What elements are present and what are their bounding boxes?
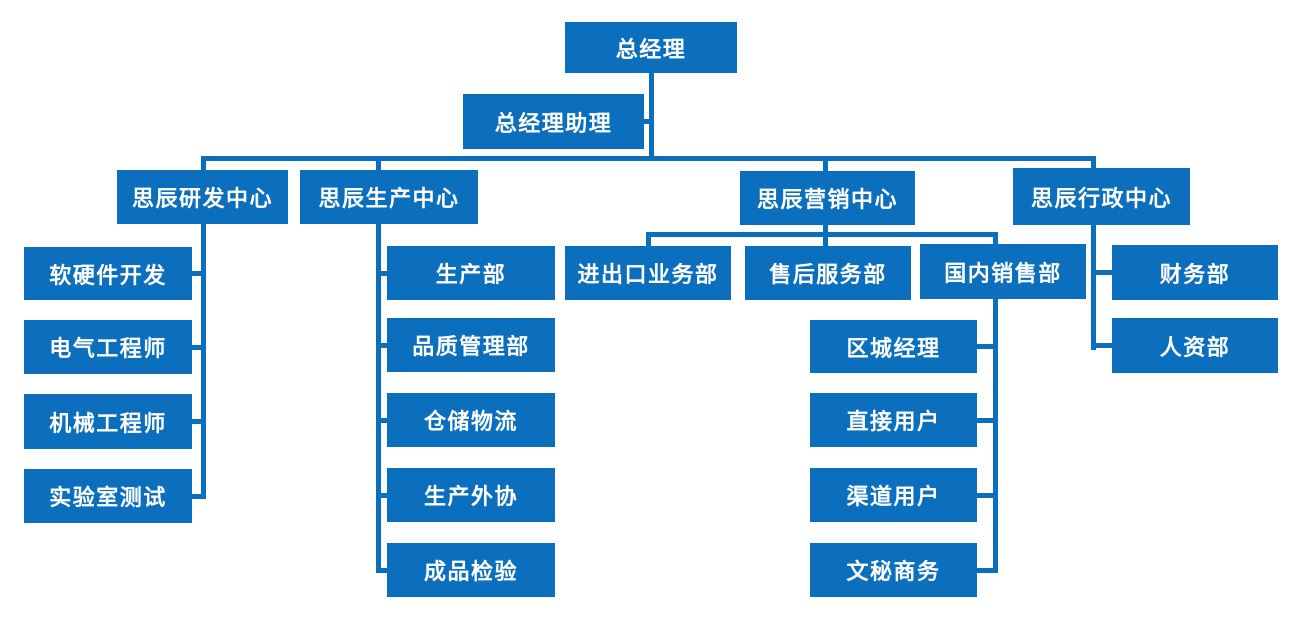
line-rd4-connector bbox=[192, 494, 206, 499]
node-regional-manager: 区城经理 bbox=[810, 320, 977, 373]
line-prod1-connector bbox=[376, 271, 389, 276]
node-warehouse-logistics: 仓储物流 bbox=[387, 393, 555, 447]
line-rd-spine bbox=[201, 223, 206, 499]
line-sales4-connector bbox=[977, 568, 993, 573]
node-hr-dept: 人资部 bbox=[1112, 318, 1278, 373]
node-mechanical-engineer: 机械工程师 bbox=[24, 394, 192, 449]
line-mkt-sub-bus bbox=[646, 232, 998, 237]
line-mkt2-stub bbox=[823, 234, 828, 247]
line-prod3-connector bbox=[376, 418, 389, 423]
line-rd-stub bbox=[201, 158, 206, 172]
line-mkt-spine bbox=[823, 224, 828, 237]
node-after-sales-service-dept: 售后服务部 bbox=[745, 246, 911, 300]
line-admin1-connector bbox=[1096, 270, 1112, 275]
line-gm-spine bbox=[649, 72, 654, 160]
node-lab-testing: 实验室测试 bbox=[24, 469, 192, 523]
node-production-dept: 生产部 bbox=[387, 246, 555, 300]
line-rd2-connector bbox=[192, 345, 206, 350]
line-prod5-connector bbox=[376, 568, 389, 573]
line-sales2-connector bbox=[977, 418, 993, 423]
line-sales1-connector bbox=[977, 344, 993, 349]
line-main-bus bbox=[201, 156, 1096, 161]
node-import-export-dept: 进出口业务部 bbox=[565, 246, 731, 300]
node-direct-users: 直接用户 bbox=[810, 393, 977, 447]
node-production-outsourcing: 生产外协 bbox=[387, 468, 555, 522]
line-prod-stub bbox=[376, 158, 381, 172]
node-marketing-center: 思辰营销中心 bbox=[740, 171, 915, 225]
node-quality-management-dept: 品质管理部 bbox=[387, 318, 555, 372]
line-mkt-stub bbox=[823, 158, 828, 173]
line-admin-spine bbox=[1091, 224, 1096, 350]
node-admin-center: 思辰行政中心 bbox=[1013, 168, 1190, 225]
line-admin2-connector bbox=[1096, 343, 1112, 348]
line-prod2-connector bbox=[376, 343, 389, 348]
line-sales-spine bbox=[993, 298, 998, 573]
line-admin-stub bbox=[1091, 158, 1096, 170]
node-finished-product-inspection: 成品检验 bbox=[387, 543, 555, 597]
line-mkt1-stub bbox=[646, 234, 651, 247]
line-prod-spine bbox=[376, 223, 381, 573]
node-general-manager: 总经理 bbox=[565, 22, 737, 73]
node-secretary-business: 文秘商务 bbox=[810, 543, 977, 597]
line-rd3-connector bbox=[192, 419, 206, 424]
node-finance-dept: 财务部 bbox=[1112, 245, 1278, 300]
node-production-center: 思辰生产中心 bbox=[300, 170, 478, 224]
line-rd1-connector bbox=[192, 271, 206, 276]
line-assistant-connector bbox=[643, 119, 654, 124]
node-domestic-sales-dept: 国内销售部 bbox=[920, 244, 1086, 299]
node-electrical-engineer: 电气工程师 bbox=[24, 320, 192, 374]
node-channel-users: 渠道用户 bbox=[810, 468, 977, 522]
node-rd-center: 思辰研发中心 bbox=[117, 170, 288, 224]
node-gm-assistant: 总经理助理 bbox=[463, 94, 644, 149]
node-software-hardware-dev: 软硬件开发 bbox=[24, 247, 192, 300]
line-prod4-connector bbox=[376, 493, 389, 498]
line-sales3-connector bbox=[977, 493, 993, 498]
line-mkt3-stub bbox=[993, 234, 998, 245]
